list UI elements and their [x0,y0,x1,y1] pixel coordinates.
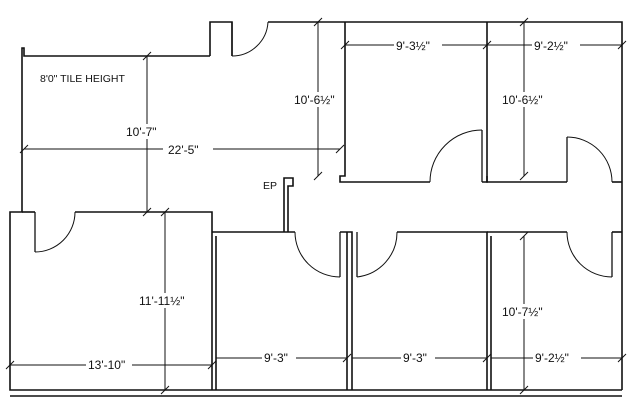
room-b-width-dimension: 9'-2½" [534,39,568,53]
ep-closet [283,177,294,232]
room-b-bottom-wall [486,176,567,183]
room-a-left-wall [339,22,430,183]
labels: 8'0" TILE HEIGHT EP 22'-5" 10'-7" 10'-6½… [40,38,581,372]
exterior-wall [209,21,233,56]
room-a-width-dimension: 9'-3½" [396,39,430,53]
corner-room-door-swing [34,211,76,253]
room-a-door-swing [429,129,483,183]
exterior-wall-top [268,21,623,390]
room-b-height-dimension: 10'-6½" [502,93,543,107]
bottom-room-1-width-dimension: 9'-3" [264,351,288,365]
main-width-dimension: 22'-5" [168,143,199,157]
main-height-dimension: 10'-7" [126,125,157,139]
corner-room-height-dimension: 11'-11½" [139,294,184,308]
corner-room-top-wall-2 [75,211,213,390]
bottom-room-1-door-swing [294,231,341,278]
bottom-room-1-right-wall [340,231,353,390]
top-mid-height-dimension: 10'-6½" [294,93,335,107]
tile-height-note: 8'0" TILE HEIGHT [40,73,125,85]
bottom-room-3-width-dimension: 9'-2½" [535,351,569,365]
corner-room-width-dimension: 13'-10" [88,358,125,372]
bottom-room-2-top-wall [397,231,488,390]
room-b-door-swing [566,136,613,183]
exterior-wall-left [9,47,622,391]
entry-door-swing [231,21,269,57]
walls [9,21,623,397]
electrical-panel-label: EP [263,180,277,192]
doors [34,21,613,278]
bottom-room-3-door-swing [566,231,613,278]
bottom-room-3-height-dimension: 10'-7½" [502,305,543,319]
bottom-room-2-door-swing [356,231,398,278]
bottom-room-2-width-dimension: 9'-3" [403,351,427,365]
